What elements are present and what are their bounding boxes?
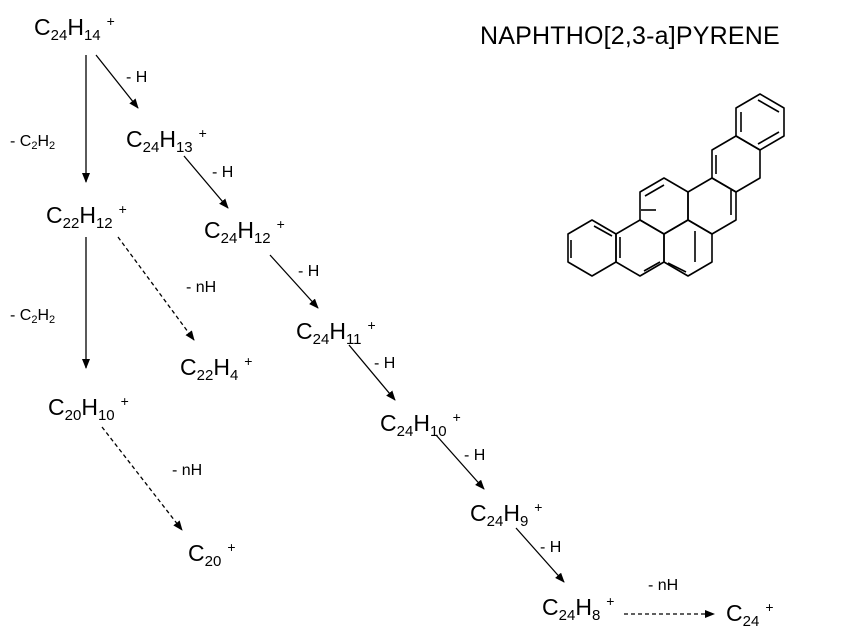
arrow-c22h12-to-c22h4: [117, 236, 195, 341]
ion-c24h8: C24H8+: [542, 593, 615, 624]
ion-c20: C20+: [188, 539, 236, 570]
label-minus-c2h2: - C2H2: [10, 307, 56, 326]
label-minus-nh: - nH: [172, 462, 203, 479]
ion-c24h13: C24H13+: [126, 125, 207, 156]
ion-c24h12: C24H12+: [204, 216, 285, 247]
label-minus-h: - H: [540, 539, 562, 556]
arrow-c24h10-to-c24h9: [435, 434, 485, 490]
ion-c22h4: C22H4+: [180, 353, 253, 384]
arrow-c24h11-to-c24h10: [348, 344, 396, 401]
ion-c24h9: C24H9+: [470, 499, 543, 530]
naphthopyrene-structure-icon: [567, 93, 785, 277]
ion-c24: C24+: [726, 599, 774, 630]
label-minus-h: - H: [464, 447, 486, 464]
arrow-c24h14-to-c24h13: [95, 54, 139, 109]
label-minus-nh: - nH: [648, 577, 679, 594]
ion-c24h10: C24H10+: [380, 409, 461, 440]
label-minus-h: - H: [126, 69, 148, 86]
label-minus-c2h2: - C2H2: [10, 133, 56, 152]
arrow-c24h13-to-c24h12: [183, 155, 229, 209]
ion-c20h10: C20H10+: [48, 393, 129, 424]
molecule-title: NAPHTHO[2,3-a]PYRENE: [480, 22, 780, 50]
label-minus-h: - H: [374, 355, 396, 372]
arrow-c24h9-to-c24h8: [515, 527, 565, 583]
ion-c22h12: C22H12+: [46, 201, 127, 232]
label-minus-nh: - nH: [186, 279, 217, 296]
ion-c24h11: C24H11+: [296, 317, 376, 348]
label-minus-h: - H: [212, 164, 234, 181]
arrow-c24h12-to-c24h11: [269, 254, 319, 309]
label-minus-h: - H: [298, 263, 320, 280]
arrow-c20h10-to-c20: [101, 426, 183, 531]
ion-c24h14: C24H14+: [34, 13, 115, 44]
